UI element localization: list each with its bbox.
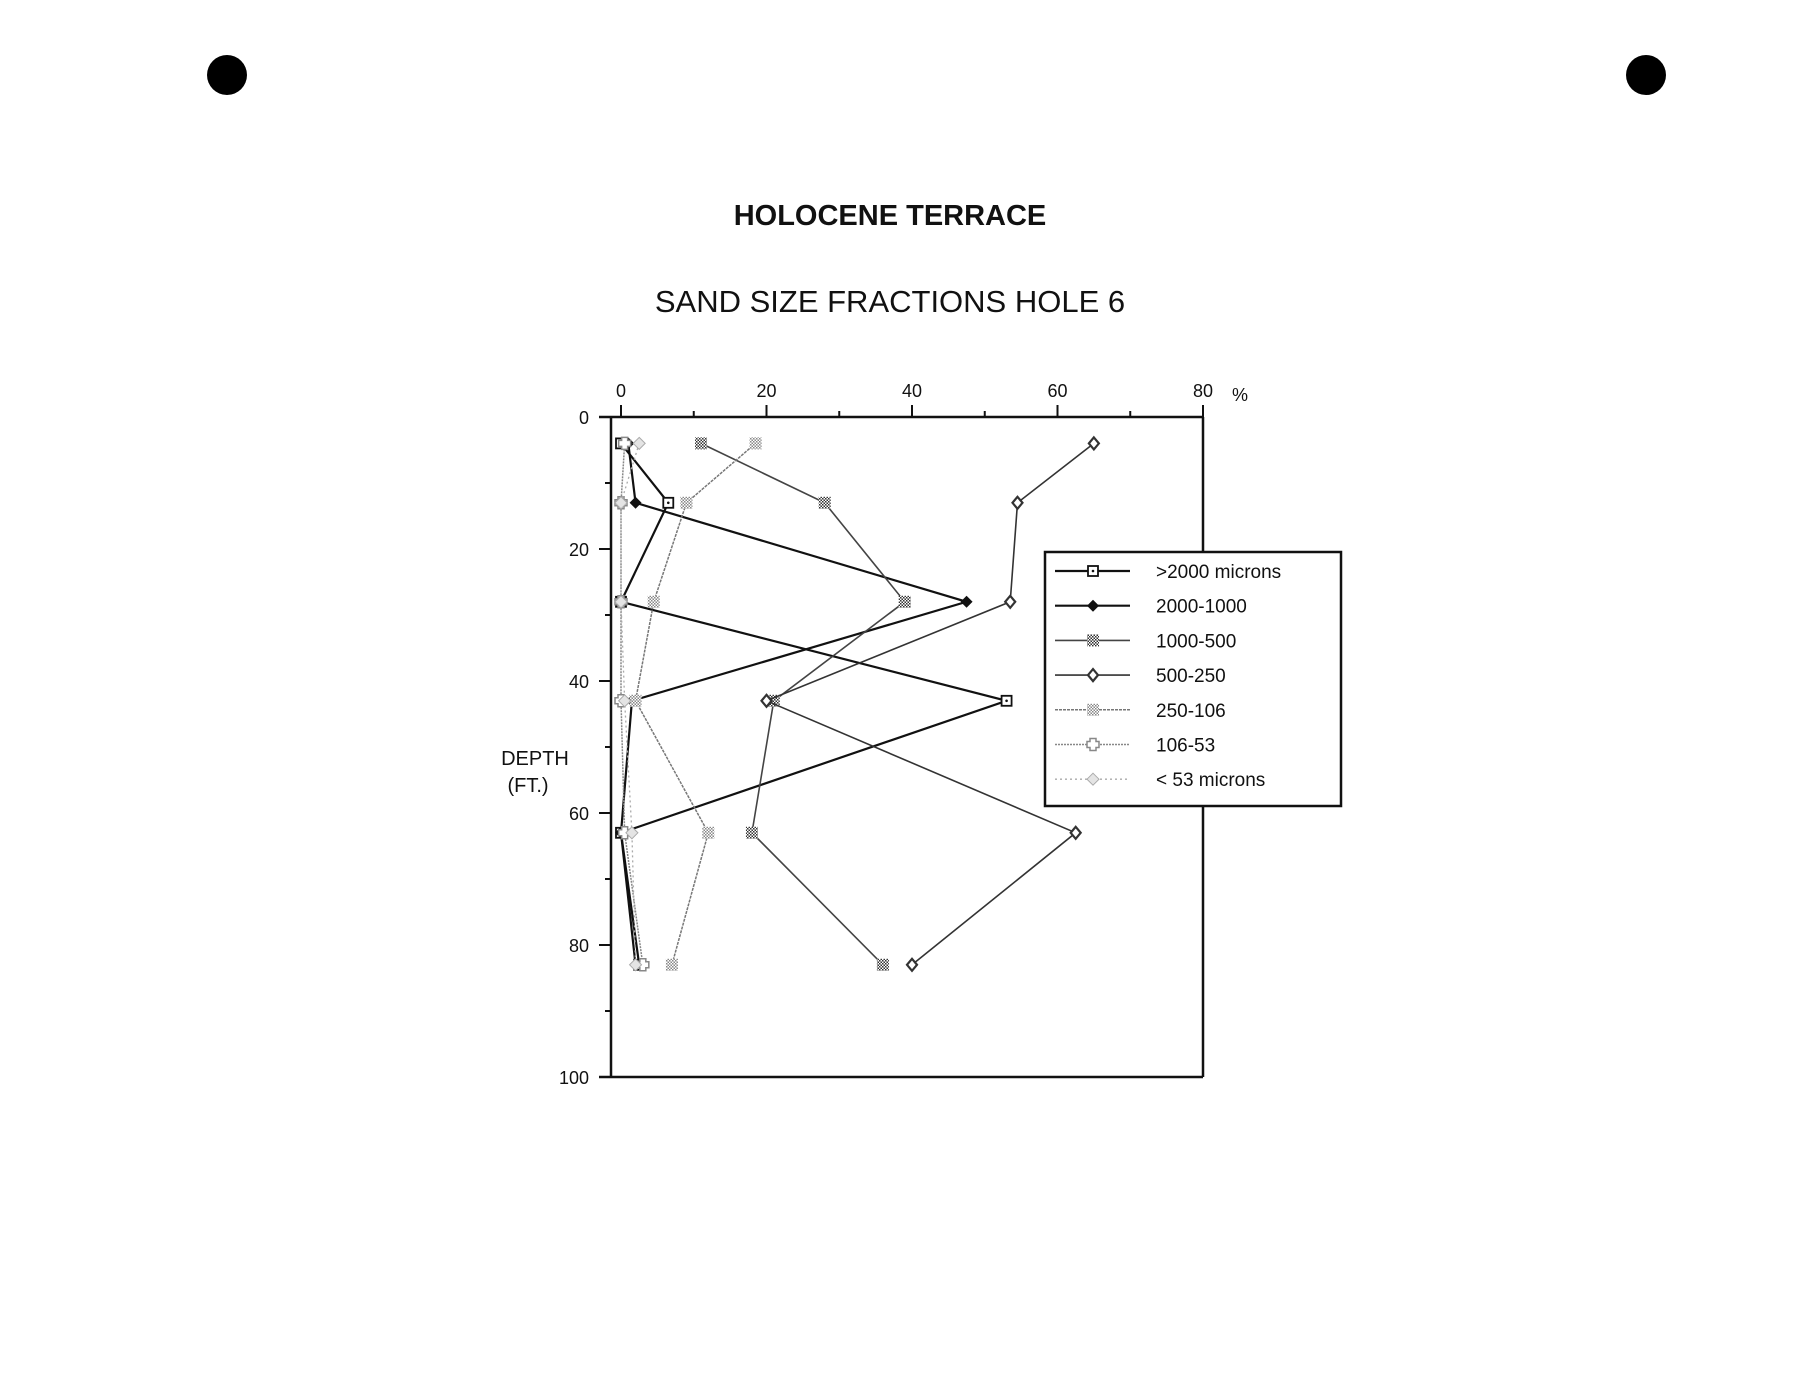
x-axis-label: % — [1232, 385, 1248, 405]
series-line — [619, 443, 971, 965]
axes: 0 20 40 60 80 0 20 40 60 80 100 — [559, 381, 1213, 1088]
series-line — [620, 443, 644, 965]
y-tick-label: 0 — [579, 408, 589, 428]
legend-label: 1000-500 — [1156, 631, 1236, 652]
data-point-dot — [666, 501, 670, 505]
series-500-250 — [760, 435, 1101, 973]
data-point — [760, 693, 773, 709]
data-point — [960, 595, 973, 608]
series-line — [620, 443, 640, 965]
legend-item: 2000-1000 — [1055, 597, 1247, 618]
data-point — [617, 826, 632, 840]
data-point — [632, 436, 646, 451]
series-group — [614, 435, 1101, 973]
data-point — [617, 694, 632, 708]
series-line — [764, 442, 1095, 966]
legend-label: < 53 microns — [1156, 770, 1265, 791]
legend-label: 2000-1000 — [1156, 597, 1247, 618]
x-tick-label: 40 — [902, 381, 922, 401]
chart-title: HOLOCENE TERRACE — [734, 200, 1047, 232]
data-point — [905, 957, 919, 973]
series-line — [700, 442, 906, 966]
series-53-microns — [614, 436, 646, 972]
data-point — [625, 826, 639, 840]
legend-item: 250-106 — [1055, 701, 1226, 722]
data-point — [818, 496, 831, 509]
y-tick-label: 60 — [569, 804, 589, 824]
legend-item: 500-250 — [1055, 666, 1226, 687]
series-2000-microns — [615, 437, 1013, 971]
data-point — [1086, 737, 1100, 752]
data-point — [614, 496, 628, 510]
data-point — [695, 437, 708, 450]
data-point — [1003, 594, 1017, 610]
series-1000-500 — [695, 437, 911, 971]
data-point — [749, 437, 762, 450]
data-point — [628, 958, 643, 972]
data-point — [629, 496, 642, 509]
chart-subtitle: SAND SIZE FRACTIONS HOLE 6 — [655, 284, 1125, 319]
y-tick-label: 40 — [569, 672, 589, 692]
legend: >2000 microns 2000-1000 1000-500 500-250 250… — [1043, 550, 1343, 808]
data-point — [1087, 435, 1101, 452]
legend-item: 1000-500 — [1055, 631, 1236, 652]
data-point-dot — [1091, 569, 1095, 573]
data-point — [1086, 667, 1100, 683]
series-line — [619, 442, 1011, 965]
series-2000-1000 — [615, 437, 973, 971]
data-point — [665, 958, 678, 971]
data-point — [1086, 772, 1100, 786]
data-point — [745, 826, 758, 839]
data-point — [767, 694, 780, 707]
data-point — [1087, 634, 1099, 647]
data-point — [647, 595, 660, 608]
y-axis-label: DEPTH — [501, 748, 569, 770]
binder-hole-right — [1626, 55, 1666, 95]
data-point — [898, 595, 911, 608]
data-point — [1087, 599, 1099, 612]
data-point — [1069, 825, 1083, 841]
data-point — [629, 694, 642, 707]
x-tick-label: 0 — [616, 381, 626, 401]
x-tick-label: 20 — [756, 381, 776, 401]
y-tick-label: 100 — [559, 1068, 589, 1088]
y-axis-label-units: (FT.) — [507, 775, 548, 797]
binder-hole-left — [207, 55, 247, 95]
data-point-dot — [1005, 699, 1008, 703]
data-point — [1087, 703, 1099, 716]
x-tick-label: 80 — [1193, 381, 1213, 401]
data-point — [614, 595, 628, 609]
legend-item: >2000 microns — [1055, 562, 1281, 583]
data-point — [617, 436, 632, 451]
legend-label: 250-106 — [1156, 701, 1226, 722]
legend-item: 106-53 — [1055, 736, 1215, 757]
data-point — [1011, 495, 1024, 511]
y-tick-label: 80 — [569, 936, 589, 956]
y-tick-label: 20 — [569, 540, 589, 560]
series-line — [634, 442, 757, 965]
legend-label: 106-53 — [1156, 736, 1215, 757]
data-point — [680, 496, 693, 509]
data-point — [702, 826, 715, 839]
data-point — [876, 958, 889, 971]
x-tick-label: 60 — [1047, 381, 1067, 401]
legend-label: 500-250 — [1156, 666, 1226, 687]
legend-label: >2000 microns — [1156, 562, 1281, 583]
legend-item: < 53 microns — [1055, 770, 1265, 791]
series-250-106 — [629, 437, 762, 971]
